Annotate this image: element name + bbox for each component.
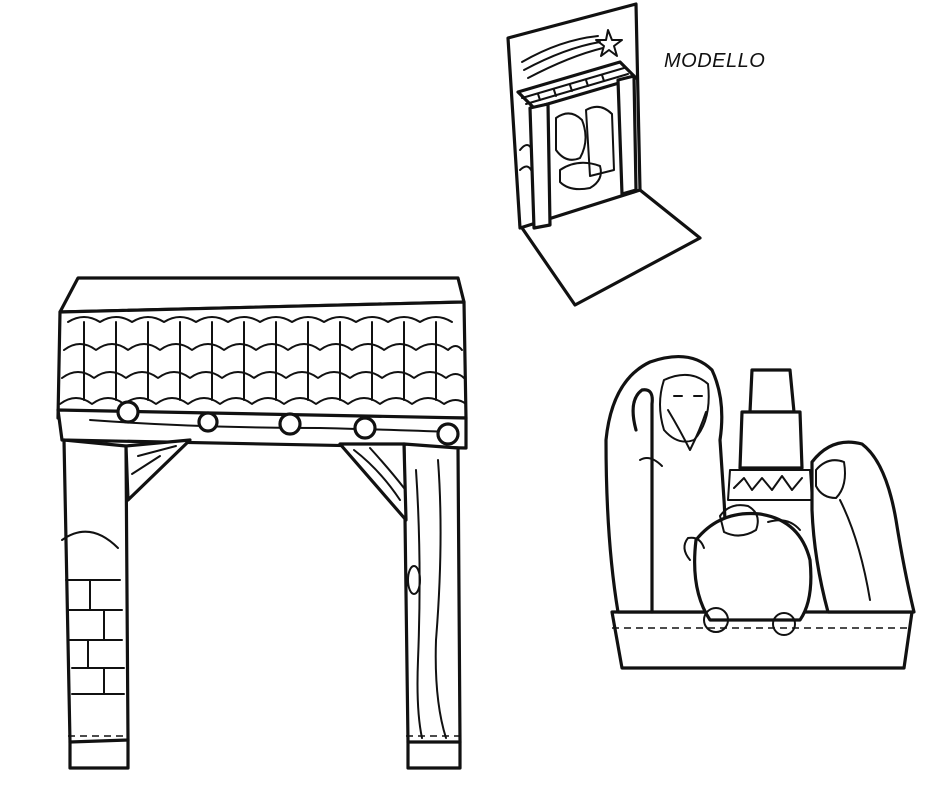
model-caption: MODELLO (664, 50, 766, 72)
stable-roof-cutout (56, 276, 468, 770)
shooting-star-icon (521, 29, 623, 79)
holy-family-cutout (604, 355, 916, 670)
model-popup-card (506, 2, 702, 307)
